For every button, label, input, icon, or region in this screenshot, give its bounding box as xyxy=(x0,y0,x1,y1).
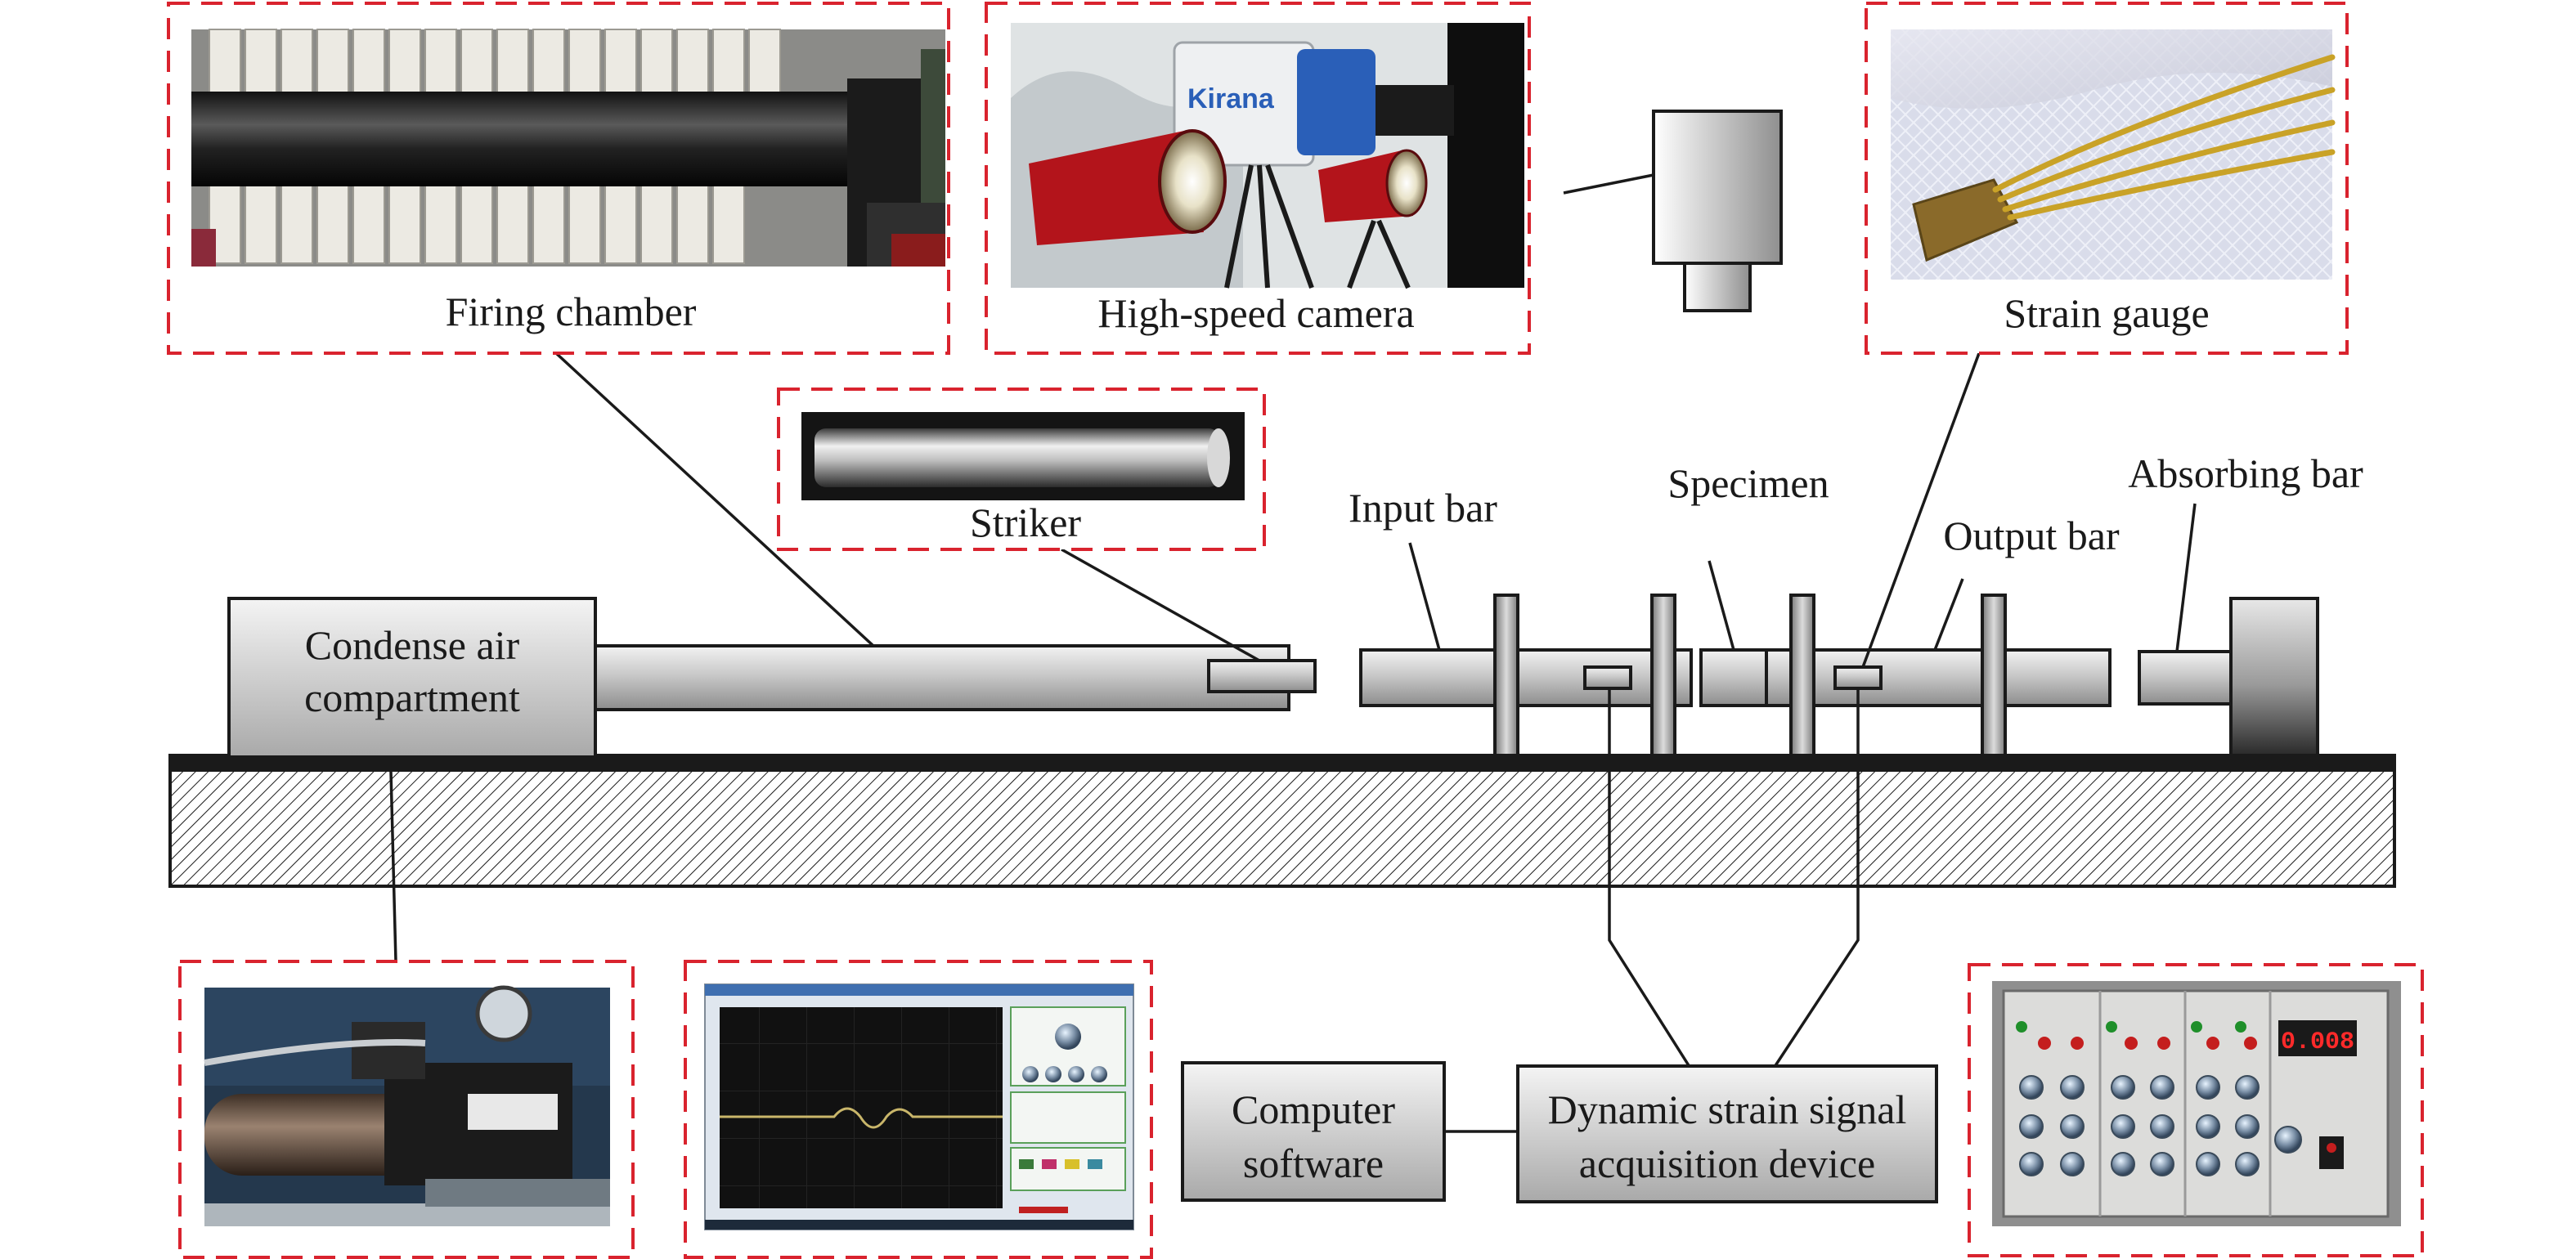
condense-air-label-line1: Condense air xyxy=(305,622,520,668)
strain-gauge-panel: Strain gauge xyxy=(1865,2,2349,355)
acquisition-device-photo: 0.008 xyxy=(1992,981,2401,1226)
specimen xyxy=(1699,648,1768,707)
high-speed-camera-label: High-speed camera xyxy=(1097,290,1414,336)
absorbing-bar-label: Absorbing bar xyxy=(2128,450,2363,496)
acquisition-device-photo-panel: 0.008 xyxy=(1968,963,2424,1257)
support-post xyxy=(1493,594,1519,757)
striker-panel: Striker xyxy=(777,388,1266,551)
high-speed-camera-panel: Kirana High-speed camera xyxy=(985,2,1531,355)
strain-gauge-photo xyxy=(1891,29,2336,280)
camera-brand-text: Kirana xyxy=(1187,83,1275,114)
acquisition-device-line2: acquisition device xyxy=(1579,1140,1875,1186)
output-bar xyxy=(1765,648,2112,707)
support-post xyxy=(1789,594,1815,757)
input-bar xyxy=(1359,648,1693,707)
firing-chamber-panel: Firing chamber xyxy=(167,2,950,355)
amplifier-readout-text: 0.008 xyxy=(2281,1028,2354,1056)
software-photo-panel xyxy=(684,960,1153,1259)
software-screenshot xyxy=(704,983,1134,1230)
high-speed-camera-photo: Kirana xyxy=(1011,23,1524,289)
computer-software-line2: software xyxy=(1243,1140,1384,1186)
camera-icon xyxy=(1652,110,1783,312)
support-post xyxy=(1650,594,1676,757)
striker-bar xyxy=(1207,659,1317,693)
acquisition-device-line1: Dynamic strain signal xyxy=(1548,1087,1907,1132)
striker-photo xyxy=(801,412,1245,500)
strain-gauge-label: Strain gauge xyxy=(2004,290,2209,336)
air-compartment-photo-panel xyxy=(178,960,635,1259)
leader-lines xyxy=(389,173,2197,1133)
firing-chamber-photo xyxy=(191,29,945,267)
specimen-label: Specimen xyxy=(1667,460,1829,506)
launch-tube xyxy=(594,644,1290,711)
air-compartment-photo xyxy=(204,985,610,1226)
support-post xyxy=(1981,594,2007,757)
computer-software-box: Computer software xyxy=(1181,1061,1446,1202)
condense-air-label-line2: compartment xyxy=(304,674,520,720)
platform-top-rail xyxy=(168,754,2396,772)
strain-gauge-output xyxy=(1833,665,1883,690)
input-bar-label: Input bar xyxy=(1349,485,1497,531)
striker-label: Striker xyxy=(970,500,1081,545)
acquisition-device-box: Dynamic strain signal acquisition device xyxy=(1516,1064,1938,1203)
platform-base xyxy=(168,757,2396,888)
computer-software-line1: Computer xyxy=(1232,1087,1395,1132)
absorber-block xyxy=(2229,597,2319,757)
strain-gauge-input xyxy=(1583,665,1632,690)
condense-air-compartment: Condense air compartment xyxy=(227,597,597,759)
test-platform xyxy=(168,754,2396,888)
output-bar-label: Output bar xyxy=(1943,513,2120,558)
firing-chamber-label: Firing chamber xyxy=(446,289,697,334)
absorbing-bar xyxy=(2138,650,2233,706)
